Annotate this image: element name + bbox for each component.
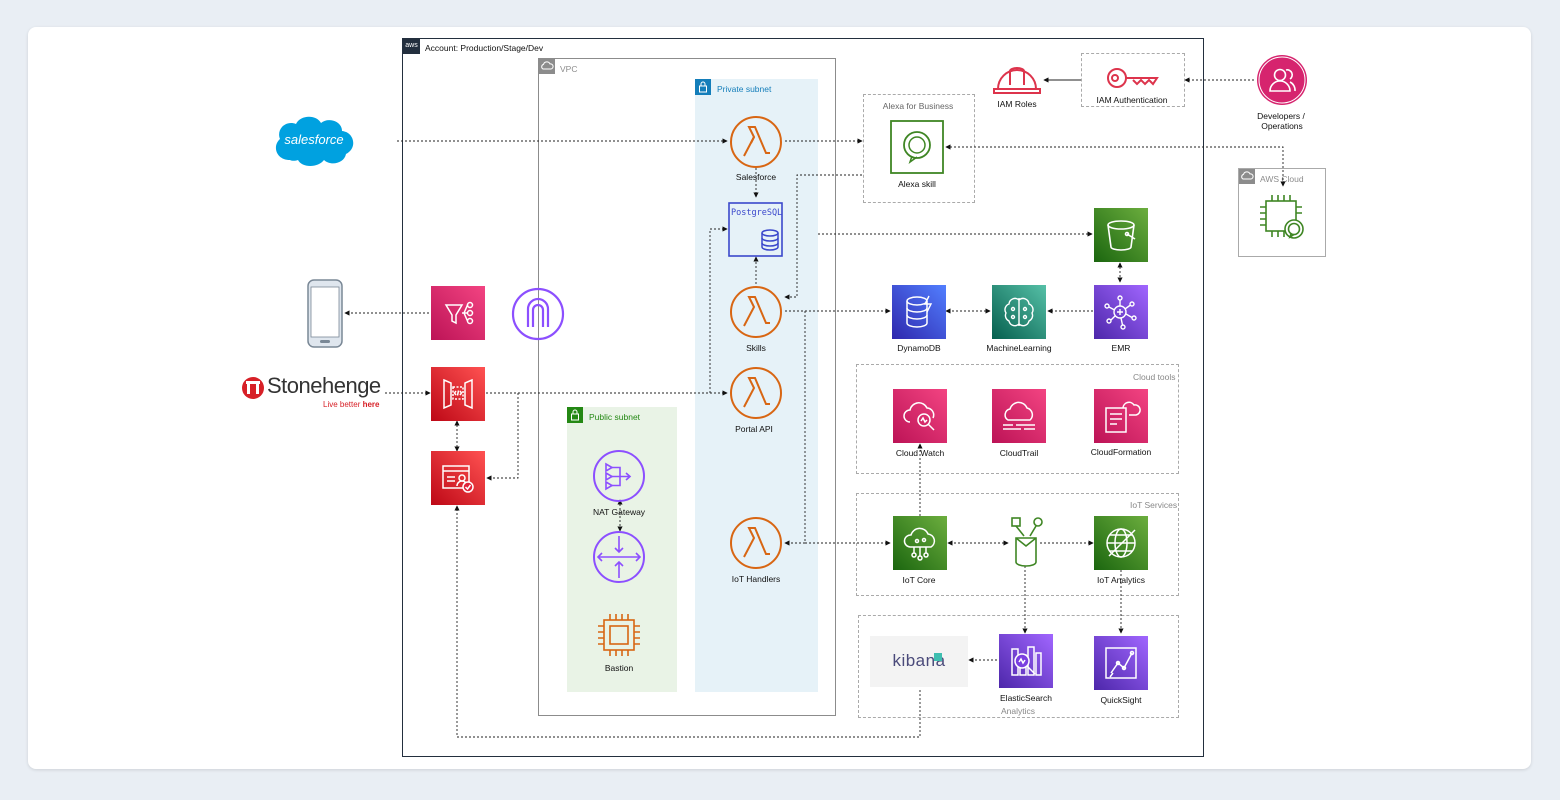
aws-cloud-title: AWS Cloud [1260,174,1304,184]
emr-label: EMR [1111,343,1131,353]
quicksight-label: QuickSight [1100,695,1142,705]
lambda-iot-handlers-icon [729,516,783,570]
lambda-skills-label: Skills [746,343,766,353]
salesforce-text: salesforce [284,132,344,147]
alexa-skill-label: Alexa skill [898,179,936,189]
stonehenge-tagline-b: here [362,400,380,409]
cloudwatch-icon [893,389,947,443]
stonehenge-mark-icon [242,377,264,399]
router-icon [592,530,646,584]
cloudformation-icon [1094,389,1148,443]
iam-roles-label: IAM Roles [997,99,1037,109]
aws-badge-icon: aws [403,39,420,54]
direct-connect-icon [511,287,565,341]
kibana-logo: kibana [870,636,968,687]
stonehenge-logo: Stonehenge Live better here [239,370,389,414]
dynamodb-label: DynamoDB [897,343,941,353]
developers-icon [1256,54,1308,106]
s3-bucket-icon [1094,208,1148,262]
cloudformation-label: CloudFormation [1090,447,1152,457]
iam-key-icon [1105,62,1161,94]
postgresql-icon: PostgreSQL [728,202,783,257]
analytics-title: Analytics [1001,706,1036,716]
iot-analytics-icon [1094,516,1148,570]
public-subnet-lock-icon [567,407,583,423]
kibana-mark-icon [934,653,942,661]
iot-rule-icon [1006,516,1046,570]
cognito-icon [431,451,485,505]
developers-label-line1: Developers / [1257,111,1305,121]
pinpoint-icon [431,286,485,340]
alexa-group-title: Alexa for Business [882,101,954,111]
stonehenge-name: Stonehenge [267,373,381,398]
postgresql-text: PostgreSQL [731,208,783,218]
vpc-title: VPC [560,64,578,74]
dynamodb-icon [892,285,946,339]
stonehenge-tagline: Live better here [323,400,379,409]
iam-roles-icon [990,61,1044,97]
nat-gateway-icon [592,449,646,503]
account-boundary [402,38,1204,757]
developers-label-line2: Operations [1261,121,1303,131]
mobile-device-icon [307,279,343,348]
alexa-device-chip-icon [1257,192,1309,244]
public-subnet-title: Public subnet [589,412,641,422]
lambda-salesforce-icon [729,115,783,169]
vpc-cloud-icon [539,59,555,74]
machine-learning-icon [992,285,1046,339]
lambda-salesforce-label: Salesforce [735,172,777,182]
stonehenge-tagline-a: Live better [323,400,363,409]
iot-core-icon [893,516,947,570]
cloudtrail-icon [992,389,1046,443]
iot-analytics-label: IoT Analytics [1096,575,1146,585]
quicksight-icon [1094,636,1148,690]
alexa-skill-icon [890,120,944,174]
lambda-portal-api-icon [729,366,783,420]
nat-gateway-label: NAT Gateway [592,507,646,517]
lambda-iot-handlers-label: IoT Handlers [731,574,781,584]
bastion-label: Bastion [604,663,634,673]
emr-icon [1094,285,1148,339]
lambda-portal-api-label: Portal API [735,424,773,434]
private-subnet-title: Private subnet [717,84,772,94]
kibana-text: kibana [892,651,946,670]
account-title: Account: Production/Stage/Dev [425,43,544,53]
iam-auth-boundary [1081,53,1185,107]
cloudwatch-label: Cloud Watch [895,448,945,458]
cloudtrail-label: CloudTrail [999,448,1039,458]
cloud-tools-title: Cloud tools [1133,372,1176,382]
bastion-icon [594,610,644,660]
iot-core-label: IoT Core [902,575,936,585]
elasticsearch-label: ElasticSearch [1000,693,1052,703]
salesforce-logo: salesforce [272,112,356,170]
aws-cloud-icon [1239,169,1255,184]
api-gateway-icon [431,367,485,421]
private-subnet-lock-icon [695,79,711,95]
elasticsearch-icon [999,634,1053,688]
lambda-skills-icon [729,285,783,339]
cloud-tools-boundary [856,364,1179,474]
iam-auth-label: IAM Authentication [1096,95,1168,105]
machine-learning-label: MachineLearning [986,343,1052,353]
iot-services-title: IoT Services [1130,500,1178,510]
